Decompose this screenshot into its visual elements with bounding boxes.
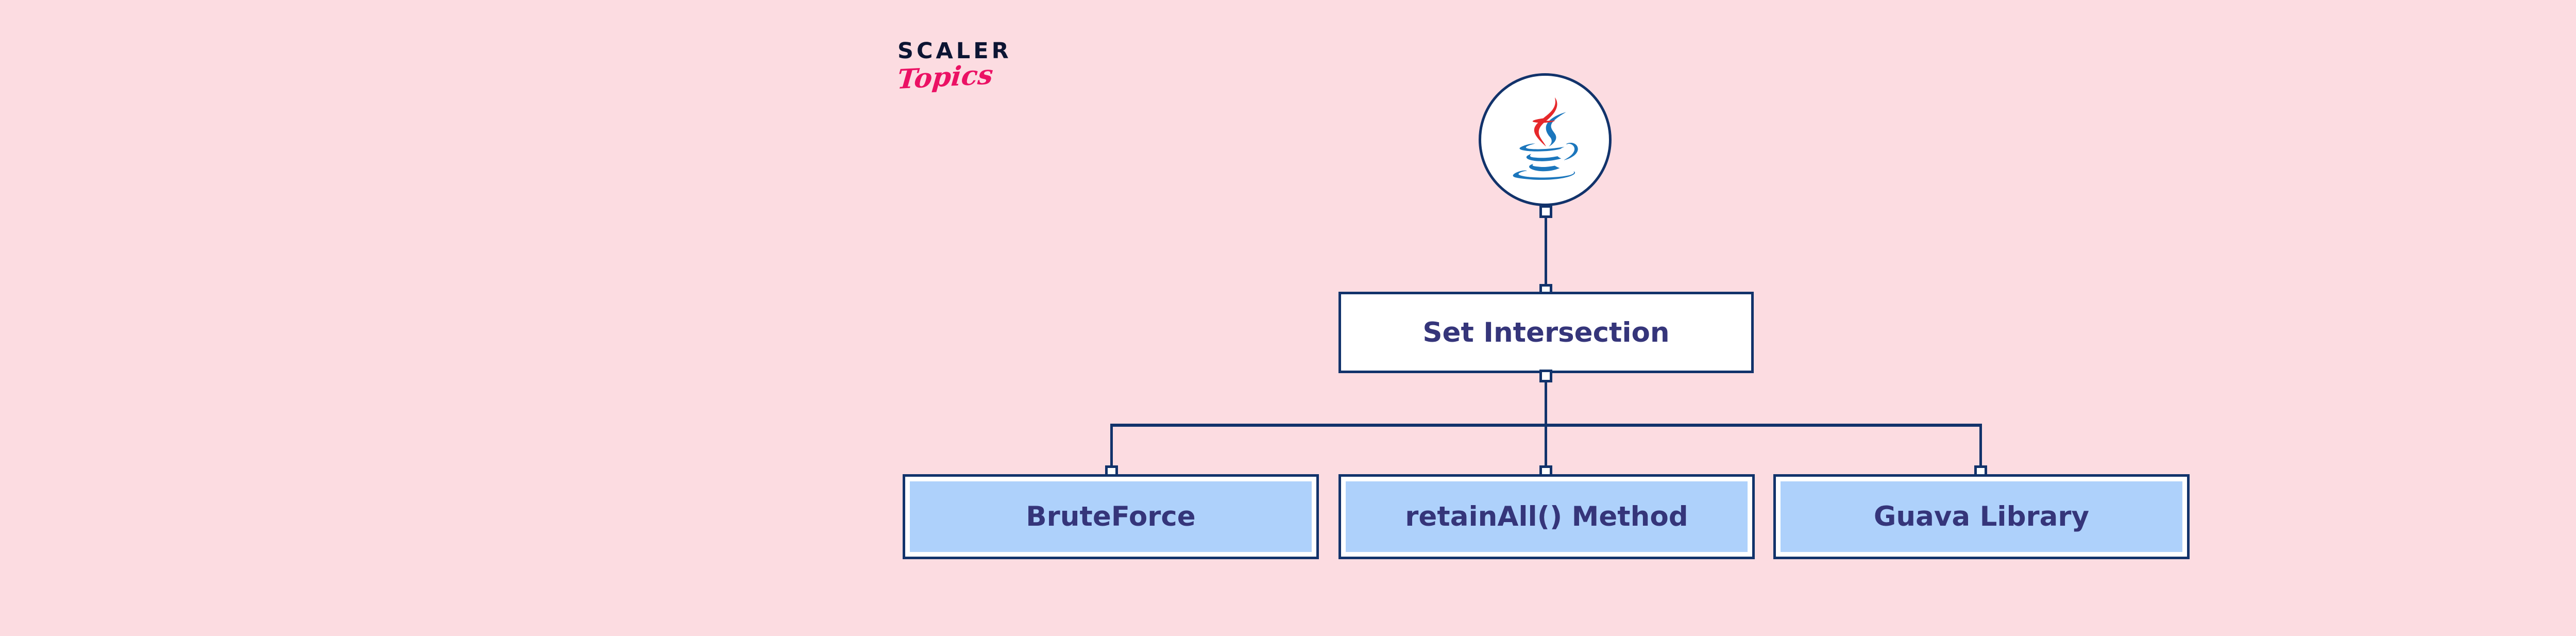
connector-line-root-to-parent	[1545, 217, 1547, 293]
connector-node-root-bottom	[1539, 205, 1552, 218]
connector-drop-child-0	[1110, 424, 1113, 475]
connector-node-parent-bottom	[1539, 370, 1552, 382]
node-guava-library-fill: Guava Library	[1781, 481, 2182, 552]
node-bruteforce[interactable]: BruteForce	[903, 474, 1319, 559]
node-label-bruteforce: BruteForce	[1026, 501, 1196, 532]
node-retainall-method[interactable]: retainAll() Method	[1338, 474, 1755, 559]
node-label-retainall-method: retainAll() Method	[1405, 501, 1688, 532]
connector-line-parent-to-bus	[1545, 381, 1547, 426]
node-guava-library[interactable]: Guava Library	[1773, 474, 2190, 559]
node-bruteforce-fill: BruteForce	[910, 481, 1312, 552]
node-set-intersection[interactable]: Set Intersection	[1338, 292, 1754, 373]
java-logo-node	[1479, 73, 1612, 206]
logo-topics-wordmark: Topics	[896, 59, 995, 95]
node-label-guava-library: Guava Library	[1873, 501, 2090, 532]
connector-drop-child-2	[1979, 424, 1982, 475]
node-label-set-intersection: Set Intersection	[1422, 316, 1670, 348]
connector-drop-child-1	[1545, 424, 1547, 475]
node-retainall-method-fill: retainAll() Method	[1346, 481, 1748, 552]
logo-scaler-wordmark: SCALER	[897, 38, 1012, 64]
java-logo-icon	[1513, 97, 1578, 180]
scaler-topics-logo: SCALER Topics	[896, 38, 1052, 118]
